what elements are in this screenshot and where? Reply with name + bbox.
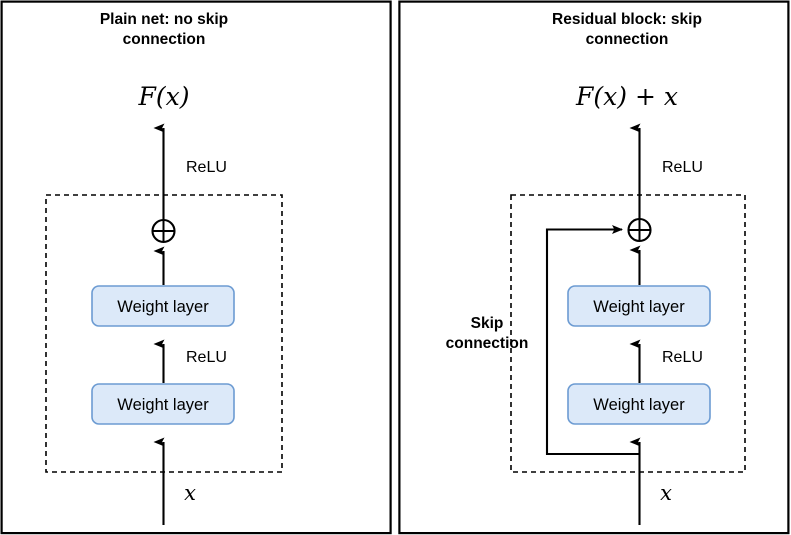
output-label-left: F(x)	[138, 82, 190, 111]
output-label-right: F(x) + x	[575, 82, 678, 111]
weight-layer-box-top-left	[91, 285, 235, 327]
weight-layer-label-top-left: Weight layer	[117, 298, 209, 316]
relu-label-top-left: ReLU	[186, 159, 227, 176]
panel-border-left	[0, 0, 392, 535]
plus-circle-icon-left	[151, 218, 176, 244]
panel-residual-block: Residual block: skip connection F(x) + x…	[398, 0, 790, 535]
weight-layer-box-bottom-right	[567, 383, 711, 425]
panel-plain-net: Plain net: no skip connection F(x) ReLU …	[0, 0, 392, 535]
skip-connection-path	[545, 225, 640, 456]
weight-layer-label-bottom-left: Weight layer	[117, 396, 209, 414]
weight-layer-label-bottom-right: Weight layer	[593, 396, 685, 414]
panel-border-right	[398, 0, 790, 535]
panel-title-right-line1: Residual block: skip	[552, 11, 702, 28]
panel-title-right-line2: connection	[586, 31, 669, 48]
relu-label-mid-left: ReLU	[186, 349, 227, 366]
weight-layer-box-bottom-left	[91, 383, 235, 425]
weight-layer-label-top-right: Weight layer	[593, 298, 685, 316]
input-label-left: x	[184, 481, 196, 505]
relu-label-top-right: ReLU	[662, 159, 703, 176]
block-boundary-right	[510, 194, 746, 473]
relu-label-mid-right: ReLU	[662, 349, 703, 366]
panel-title-left-line2: connection	[123, 31, 206, 48]
panel-title-left-line1: Plain net: no skip	[100, 11, 228, 28]
input-label-right: x	[660, 481, 672, 505]
weight-layer-box-top-right	[567, 285, 711, 327]
plus-circle-icon-right	[627, 217, 652, 243]
skip-connection-label-line1: Skip	[471, 315, 504, 332]
skip-connection-label-line2: connection	[446, 335, 529, 352]
